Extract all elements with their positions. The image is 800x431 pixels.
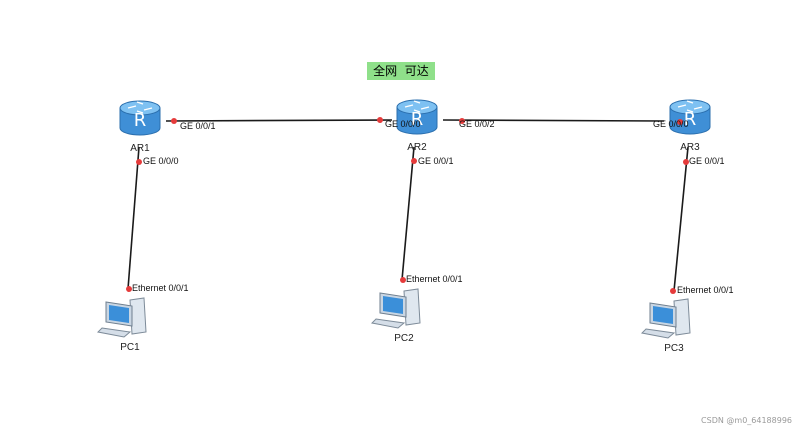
device-label: PC1 (120, 342, 140, 353)
topology-title: 全网 可达 (367, 62, 435, 80)
port-dot[interactable] (171, 118, 177, 124)
router-icon: R (119, 100, 161, 136)
port-label: Ethernet 0/0/1 (406, 274, 463, 284)
port-dot[interactable] (411, 158, 417, 164)
link-ar2-ar3[interactable] (442, 119, 665, 122)
port-label: GE 0/0/1 (180, 121, 216, 131)
pc-pc1[interactable]: PC1 (96, 297, 147, 353)
port-label: GE 0/0/1 (418, 156, 454, 166)
port-label: Ethernet 0/0/1 (132, 283, 189, 293)
port-label: GE 0/0/1 (689, 156, 725, 166)
port-label: GE 0/0/0 (653, 119, 689, 129)
svg-text:R: R (684, 109, 697, 130)
port-label: Ethernet 0/0/1 (677, 285, 734, 295)
link-ar2-pc2[interactable] (401, 146, 415, 281)
router-ar3[interactable]: R AR3 (669, 99, 711, 153)
port-label: GE 0/0/0 (385, 119, 421, 129)
link-ar1-pc1[interactable] (127, 146, 140, 290)
port-dot[interactable] (136, 159, 142, 165)
link-ar3-pc3[interactable] (673, 146, 689, 292)
link-ar1-ar2[interactable] (165, 119, 393, 122)
port-dot[interactable] (670, 288, 676, 294)
port-dot[interactable] (459, 118, 465, 124)
pc-icon (370, 288, 421, 329)
router-icon: R (669, 99, 711, 135)
port-dot[interactable] (400, 277, 406, 283)
pc-icon (640, 298, 691, 339)
device-label: AR3 (680, 142, 700, 153)
router-icon: R (396, 99, 438, 135)
pc-pc3[interactable]: PC3 (640, 298, 691, 354)
device-label: PC2 (394, 333, 414, 344)
svg-text:R: R (134, 110, 147, 131)
device-label: PC3 (664, 343, 684, 354)
port-dot[interactable] (677, 119, 683, 125)
watermark: CSDN @m0_64188996 (701, 416, 792, 425)
pc-icon (96, 297, 147, 338)
port-label: GE 0/0/0 (143, 156, 179, 166)
device-label: AR2 (407, 142, 427, 153)
port-dot[interactable] (683, 159, 689, 165)
port-dot[interactable] (126, 286, 132, 292)
svg-text:R: R (411, 109, 424, 130)
router-ar1[interactable]: R AR1 (119, 100, 161, 154)
port-label: GE 0/0/2 (459, 119, 495, 129)
router-ar2[interactable]: R AR2 (396, 99, 438, 153)
port-dot[interactable] (377, 117, 383, 123)
device-label: AR1 (130, 143, 150, 154)
pc-pc2[interactable]: PC2 (370, 288, 421, 344)
